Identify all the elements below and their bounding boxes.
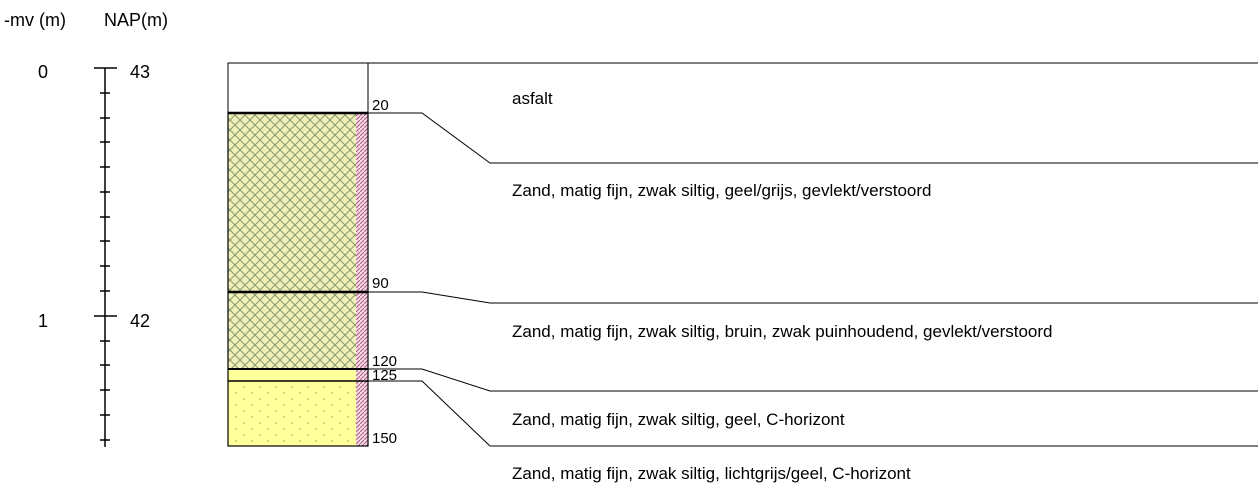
nap-label-42: 42 [130, 311, 150, 331]
layer-description: Zand, matig fijn, zwak siltig, geel/grij… [512, 181, 932, 200]
boundary-label: 90 [372, 275, 389, 292]
borehole-column [227, 62, 369, 447]
header-nap: NAP(m) [104, 10, 168, 30]
depth-axis [94, 67, 117, 447]
layer-sand-4 [228, 381, 356, 446]
mv-label-1: 1 [38, 311, 48, 331]
admixture-strip [356, 113, 368, 446]
header-mv: -mv (m) [4, 10, 66, 30]
layer-sand-2 [228, 292, 356, 369]
layer-description: Zand, matig fijn, zwak siltig, lichtgrij… [512, 464, 911, 483]
layer-sand-3 [228, 369, 356, 381]
nap-label-43: 43 [130, 62, 150, 82]
boundary-label: 20 [372, 97, 389, 114]
leader-lines [368, 62, 1258, 447]
boundary-label: 150 [372, 430, 397, 447]
layer-asfalt [227, 62, 369, 114]
layer-description: Zand, matig fijn, zwak siltig, bruin, zw… [512, 322, 1053, 341]
layer-description: asfalt [512, 89, 553, 108]
boundary-label: 120 [372, 353, 397, 370]
layer-description: Zand, matig fijn, zwak siltig, geel, C-h… [512, 410, 845, 429]
mv-label-0: 0 [38, 62, 48, 82]
layer-sand-1 [228, 113, 356, 292]
axis-minor-ticks [100, 92, 110, 441]
boundary-label: 125 [372, 367, 397, 384]
